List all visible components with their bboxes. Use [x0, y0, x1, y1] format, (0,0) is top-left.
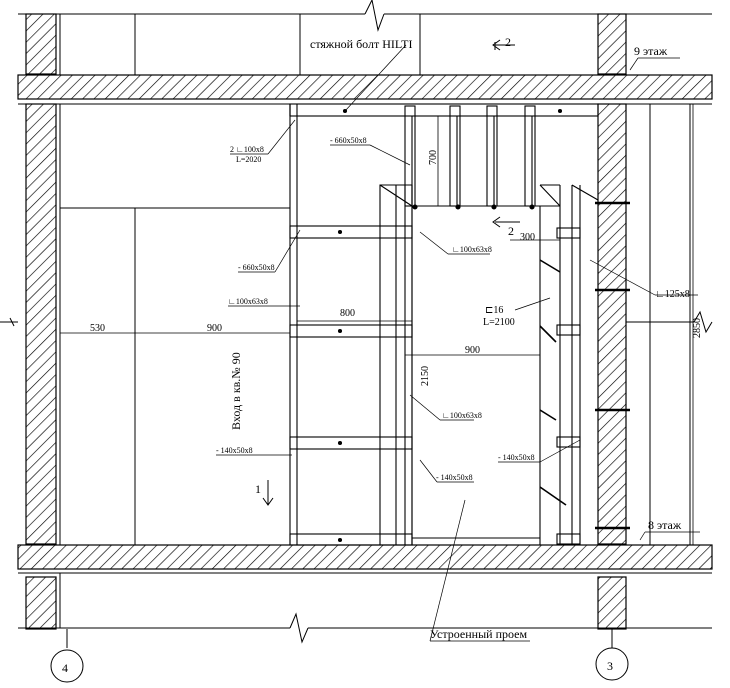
- plate-140-mid-label: - 140x50x8: [436, 473, 473, 482]
- plate-140-right-label: - 140x50x8: [498, 453, 535, 462]
- channel-16-length: L=2100: [483, 317, 515, 328]
- dim-2150: 2150: [420, 366, 431, 386]
- axis-markers: [50, 629, 629, 683]
- diagonal-braces: [539, 259, 567, 506]
- annotations: стяжной болт HILTI 2 9 этаж 2 ∟100x8 L=2…: [62, 35, 703, 675]
- plate-660-top-label: - 660x50x8: [330, 136, 367, 145]
- section-arrows: [262, 39, 520, 506]
- dim-300: 300: [520, 232, 535, 243]
- section-2-mark: 2: [505, 35, 511, 49]
- angle-100x63-mid: ∟100x63x8: [442, 411, 482, 420]
- axis-3-label: 3: [607, 659, 613, 673]
- wall-left-lower: [25, 576, 57, 630]
- dim-900-left: 900: [207, 323, 222, 334]
- outlines: [0, 103, 713, 644]
- opening-frame: [289, 103, 599, 546]
- wall-right-lower: [597, 576, 627, 630]
- plate-top-3: [289, 436, 413, 450]
- angle-100x63-top: ∟100x63x8: [452, 245, 492, 254]
- slab-lower: [17, 544, 713, 570]
- hatched-structures: [17, 13, 713, 630]
- wall-left: [25, 103, 57, 545]
- hilti-bolt-label: стяжной болт HILTI: [310, 37, 412, 51]
- section-1-mark: 1: [255, 482, 261, 496]
- dim-700: 700: [428, 150, 439, 165]
- angle-100x63-left: ∟100x63x8: [228, 297, 268, 306]
- axis-4-label: 4: [62, 661, 68, 675]
- dim-2850: 2850: [692, 318, 703, 338]
- plate-top-4: [289, 533, 413, 546]
- entrance-label: Вход в кв.№ 90: [229, 352, 243, 430]
- plate-top-1: [289, 225, 413, 239]
- section-2-mark-lower: 2: [508, 224, 514, 238]
- slab-upper: [17, 74, 713, 100]
- dim-900-mid: 900: [465, 345, 480, 356]
- wall-left-upper: [25, 13, 57, 75]
- floor-8-label: 8 этаж: [648, 518, 682, 532]
- plate-top-2: [289, 324, 413, 338]
- axis-3-bubble: [595, 647, 629, 681]
- channel-16-label: ⊏16: [485, 305, 503, 316]
- dimension-lines: [60, 104, 694, 545]
- top-slab-region: [18, 0, 712, 75]
- wall-right: [597, 103, 627, 545]
- wall-anchors: [595, 201, 630, 530]
- axis-4-bubble: [50, 649, 84, 683]
- angle-125x8-label: ∟125x8: [655, 289, 690, 300]
- plate-660-left-label: - 660x50x8: [238, 263, 275, 272]
- dim-530: 530: [90, 323, 105, 334]
- top-beam: [289, 103, 599, 117]
- angle-100x8-length: L=2020: [236, 155, 261, 164]
- wall-right-upper: [597, 13, 627, 75]
- dim-800: 800: [340, 308, 355, 319]
- leader-lines: [216, 44, 700, 642]
- angle-100x8-label: 2 ∟100x8: [230, 145, 264, 154]
- plate-140-left-label: - 140x50x8: [216, 446, 253, 455]
- floor-9-label: 9 этаж: [634, 44, 668, 58]
- steel-frame-left: [289, 104, 563, 546]
- opening-label: Устроенный проем: [430, 627, 527, 641]
